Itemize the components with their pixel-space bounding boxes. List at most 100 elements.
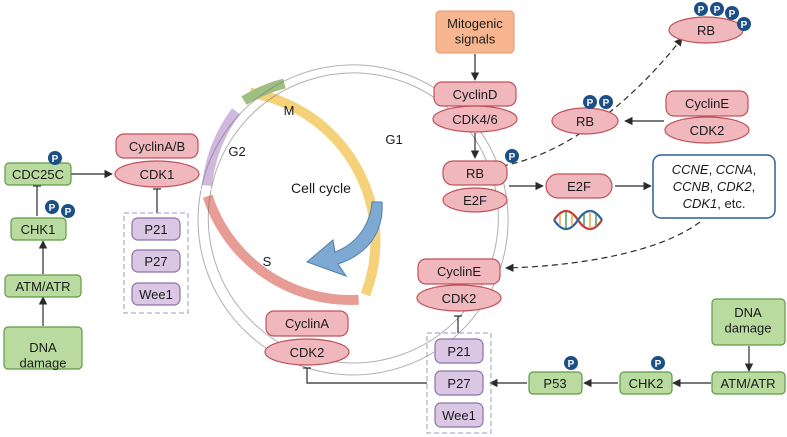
- dna-damage-left-box: [3, 326, 83, 370]
- atm-atr-left-box: [4, 274, 82, 298]
- cyclin-ab-label: CyclinA/B: [129, 139, 185, 154]
- p21-bottom-label: P21: [447, 344, 470, 359]
- wee1-bottom-box: [434, 402, 484, 428]
- ring-g1-segment: [249, 87, 381, 297]
- cyclin-e-bottom-label: CyclinE: [437, 264, 481, 279]
- phospho-chk2: P: [651, 356, 665, 370]
- svg-text:P: P: [65, 207, 72, 218]
- cdk1-ellipse: [114, 160, 200, 188]
- target-genes-line2: CCNB, CDK2,: [673, 179, 755, 194]
- svg-text:P: P: [603, 98, 610, 109]
- label-line: damage: [725, 321, 772, 336]
- cyclin-e-top-box: [665, 90, 749, 117]
- wee1-bottom-label: Wee1: [442, 408, 476, 423]
- svg-text:P: P: [741, 20, 748, 31]
- rb-box: [442, 160, 508, 186]
- svg-text:P: P: [49, 203, 56, 214]
- gene-etc: , etc.: [717, 196, 745, 211]
- mitogenic-signals-box: [435, 10, 515, 54]
- target-genes-line1: CCNE, CCNA,: [672, 162, 757, 177]
- cycle-direction-arrow: [306, 201, 383, 277]
- rb-label: RB: [466, 166, 484, 181]
- p27-left-label: P27: [144, 254, 167, 269]
- ring-outer-edge: [197, 64, 509, 376]
- gene-sep-4: ,: [752, 179, 756, 194]
- gene-sep-3: ,: [710, 179, 717, 194]
- p21-bottom-box: [434, 338, 484, 364]
- svg-text:P: P: [729, 9, 736, 20]
- cdk1-label: CDK1: [140, 167, 175, 182]
- chk2-label: CHK2: [629, 376, 664, 391]
- e2f-free-label: E2F: [567, 179, 591, 194]
- phospho-cdc25c: P: [48, 151, 62, 165]
- gene-cdk2: CDK2: [717, 179, 752, 194]
- wee1-left-label: Wee1: [139, 287, 173, 302]
- ring-inner-edge: [207, 72, 499, 364]
- phase-g2-label: G2: [228, 144, 245, 159]
- p53-label: P53: [543, 376, 566, 391]
- p21-left-box: [131, 217, 181, 241]
- rb-pppp-label: RB: [697, 23, 715, 38]
- label-line: DNA: [29, 340, 57, 355]
- e2f-free-box: [545, 173, 613, 199]
- e2f-bound-ellipse: [442, 187, 508, 213]
- ring-m-segment: [241, 78, 286, 105]
- cdk2-top-label: CDK2: [690, 123, 725, 138]
- svg-text:P: P: [698, 5, 705, 16]
- chk1-label: CHK1: [21, 222, 56, 237]
- phospho-rb-pppp-a: P: [694, 2, 708, 16]
- phase-m-label: M: [284, 103, 295, 118]
- cdk2-e-label: CDK2: [442, 291, 477, 306]
- cdc25c-label: CDC25C: [12, 167, 64, 182]
- target-genes-line3: CDK1, etc.: [683, 196, 746, 211]
- chk2-box: [619, 371, 673, 395]
- svg-text:P: P: [714, 5, 721, 16]
- cyclin-a-label: CyclinA: [285, 316, 329, 331]
- rb-pp-ellipse: [551, 107, 619, 135]
- phospho-chk1-b: P: [61, 204, 75, 218]
- cell-cycle-title: Cell cycle: [291, 180, 351, 196]
- phospho-rb-pp-a: P: [583, 95, 597, 109]
- cyclin-a-box: [265, 310, 349, 337]
- p53-box: [528, 371, 583, 395]
- phase-s-label: S: [263, 254, 272, 269]
- cdk2-a-ellipse: [264, 338, 350, 366]
- cyclin-e-top-label: CyclinE: [685, 96, 729, 111]
- atm-atr-left-label: ATM/ATR: [15, 279, 70, 294]
- phospho-rb-pppp-d: P: [737, 17, 751, 31]
- inhibit-p27-to-cdk2-a: [306, 368, 427, 384]
- phospho-chk1-a: P: [45, 200, 59, 214]
- dna-damage-right-box: [711, 298, 786, 346]
- ring-s-segment: [202, 194, 359, 306]
- svg-text:P: P: [655, 359, 662, 370]
- p27-left-box: [131, 249, 181, 273]
- cdk46-ellipse: [432, 105, 518, 133]
- p27-bottom-box: [434, 370, 484, 396]
- svg-text:P: P: [587, 98, 594, 109]
- gene-ccna: CCNA: [716, 162, 753, 177]
- atm-atr-right-label: ATM/ATR: [720, 376, 775, 391]
- p21-left-label: P21: [144, 222, 167, 237]
- gene-sep-2: ,: [753, 162, 757, 177]
- phospho-rb-pp-b: P: [599, 95, 613, 109]
- cdk46-label: CDK4/6: [452, 112, 498, 127]
- p27-bottom-label: P27: [447, 376, 470, 391]
- phase-g1-label: G1: [385, 132, 402, 147]
- target-genes-box: [652, 154, 776, 219]
- cell-cycle-ring: G1 S G2 M Cell cycle: [197, 64, 509, 376]
- svg-text:P: P: [568, 359, 575, 370]
- label-line: damage: [20, 356, 67, 371]
- atm-atr-right-box: [711, 371, 786, 395]
- wee1-left-box: [131, 282, 181, 306]
- dashed-arrow-genes-to-cycline: [505, 221, 701, 272]
- bottom-chk2-pathway: CyclinE CDK2 CyclinA CDK2 P21 P27 Wee1 P…: [264, 258, 786, 434]
- gene-cdk1: CDK1: [683, 196, 718, 211]
- label-line: Mitogenic: [447, 16, 503, 31]
- phospho-rb: P: [505, 149, 519, 163]
- rb-pp-label: RB: [576, 114, 594, 129]
- cdk2-e-ellipse: [416, 284, 502, 312]
- gene-ccne: CCNE: [672, 162, 709, 177]
- label-line: signals: [455, 32, 496, 47]
